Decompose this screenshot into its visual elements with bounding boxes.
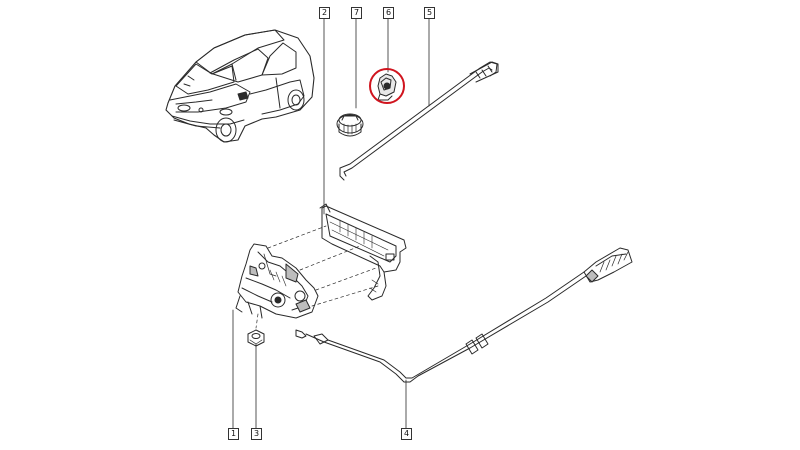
callout-3: 3 <box>251 428 262 440</box>
callout-7: 7 <box>351 7 362 19</box>
callout-2: 2 <box>319 7 330 19</box>
leader-lines <box>232 18 430 429</box>
latch-part-1 <box>235 243 319 319</box>
callout-5: 5 <box>424 7 435 19</box>
callout-6: 6 <box>383 7 394 19</box>
assembly-dashes <box>255 225 379 329</box>
callout-4: 4 <box>401 428 412 440</box>
bracket-part-2 <box>319 203 407 301</box>
car-illustration <box>165 29 315 143</box>
rod-part-5 <box>339 61 499 181</box>
callout-1: 1 <box>228 428 239 440</box>
grommet-part-7 <box>336 113 364 137</box>
cable-part-4 <box>295 247 633 383</box>
highlight-circle <box>369 68 405 104</box>
clip-part-6 <box>369 68 405 104</box>
nut-part-3 <box>247 329 265 347</box>
